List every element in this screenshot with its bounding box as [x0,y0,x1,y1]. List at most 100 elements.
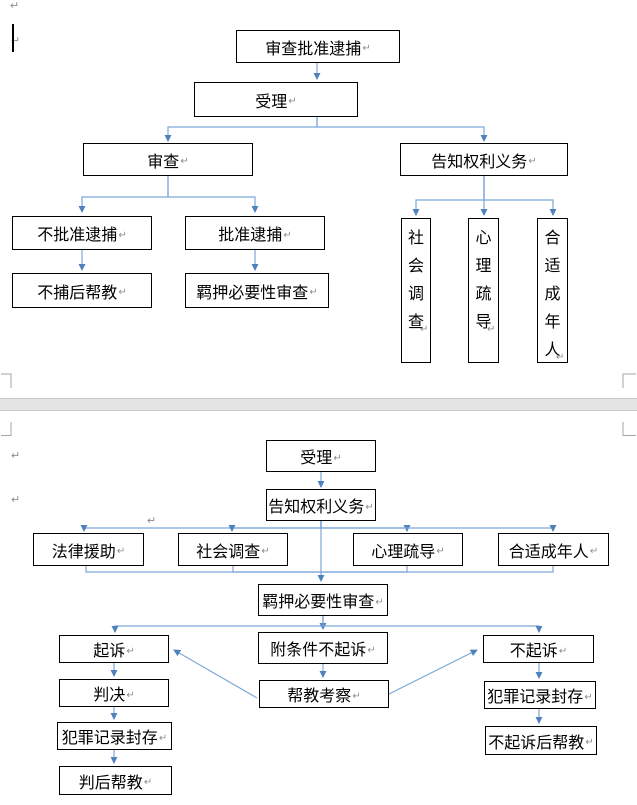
flow-box-heshi-chengnianren[interactable]: 合适成年人↵ [537,218,568,363]
flow-box-gaozhi-quanli-yiwu[interactable]: 告知权利义务↵ [400,143,568,176]
flow-box-label: 受理 [300,450,333,467]
flow1-connector-1 [164,117,318,142]
flow1-connector-2 [316,117,488,142]
paragraph-mark: ↵ [367,644,376,656]
paragraph-mark: ↵ [309,287,318,298]
flow2-connector-2 [228,521,322,532]
flow-box-jiya-biyaoxing-shencha[interactable]: 羁押必要性审查↵ [185,273,329,308]
paragraph-mark: ↵ [158,732,168,744]
flow-box-fanzui-jilu-fengcun-left[interactable]: 犯罪记录封存↵ [57,722,172,750]
page-break-gap [0,398,637,411]
flow-box-label: 不起诉后帮教 [488,734,585,752]
paragraph-mark: ↵ [584,691,593,703]
flow-box-panhou-bangjiao[interactable]: 判后帮教↵ [59,766,172,795]
flow2-connector-6 [232,566,321,573]
flow-box-gaozhi-quanli-yiwu-2[interactable]: 告知权利义务↵ [266,489,376,521]
flow-box-label: 羁押必要性审查 [196,284,309,302]
flow-box-label: 审查 [147,153,180,171]
paragraph-mark: ↵ [126,645,135,657]
flow-box-label: 社会调查 [407,230,424,331]
paragraph-mark: ↵ [352,690,361,702]
crop-mark-3 [622,422,636,436]
paragraph-mark: ↵ [487,324,496,335]
flow-box-panjue[interactable]: 判决↵ [59,679,169,707]
crop-mark-2 [1,422,12,436]
flow2-connector-1 [80,521,322,532]
paragraph-mark: ↵ [558,645,568,657]
flow2-connector-7 [321,566,408,573]
flow2-connector-12 [322,616,543,633]
paragraph-mark: ↵ [585,737,594,748]
flow-box-label: 不起诉 [509,643,558,660]
flow-box-label: 帮教考察 [287,688,352,705]
flow-box-shouli[interactable]: 受理↵ [194,82,358,117]
flow2-connector-8 [321,566,554,573]
crop-mark-0 [1,373,12,388]
flow2-connector-20 [388,649,478,695]
flow-box-shencha-pizhun-daibu[interactable]: 审查批准逮捕↵ [236,30,400,63]
flow1-connector-5 [412,176,485,216]
flow1-connector-4 [167,176,259,213]
flow-box-bangjiao-kaocha[interactable]: 帮教考察↵ [259,680,389,708]
flow-box-label: 不捕后帮教 [37,284,118,302]
flow2-connector-5 [85,566,321,573]
flow-box-label: 告知权利义务 [431,153,528,171]
flow-box-jiya-biyaoxing-shencha-2[interactable]: 羁押必要性审查↵ [258,584,388,616]
paragraph-mark: ↵ [436,546,445,557]
flow-box-fanzui-jilu-fengcun-right[interactable]: 犯罪记录封存↵ [484,681,596,709]
margin-paragraph-mark: ↵ [10,0,20,12]
margin-paragraph-mark: ↵ [147,515,157,527]
flow-box-label: 法律援助 [51,543,116,561]
flow-box-label: 受理 [255,93,288,111]
flow-box-shencha[interactable]: 审查↵ [83,143,253,176]
flow-box-label: 批准逮捕 [218,227,283,244]
flow1-connector-7 [483,176,557,216]
flow-box-pizhun-daibu[interactable]: 批准逮捕↵ [185,216,325,250]
paragraph-mark: ↵ [118,287,127,298]
paragraph-mark: ↵ [180,156,189,167]
paragraph-mark: ↵ [288,96,297,107]
flow-box-bubu-hou-bangjiao[interactable]: 不捕后帮教↵ [12,273,152,308]
flow-box-label: 附条件不起诉 [270,642,367,659]
flow-box-label: 合适成年人 [508,543,589,561]
flow-box-shehui-diaocha-2[interactable]: 社会调查↵ [178,533,288,566]
margin-paragraph-mark: ↵ [11,35,21,47]
paragraph-mark: ↵ [333,452,342,464]
text-cursor-caret [12,24,14,52]
flow-box-label: 犯罪记录封存 [61,730,158,747]
flow-box-label: 判后帮教 [78,774,143,792]
paragraph-mark: ↵ [126,689,135,701]
flow-box-qisu[interactable]: 起诉↵ [59,635,169,663]
connectors [78,63,557,764]
paragraph-mark: ↵ [143,777,153,788]
flow1-connector-3 [78,176,169,213]
flow-box-label: 羁押必要性审查 [262,594,375,611]
paragraph-mark: ↵ [556,352,565,363]
flow-box-buqisu-hou-bangjiao[interactable]: 不起诉后帮教↵ [485,726,597,755]
flow-box-label: 犯罪记录封存 [487,689,584,706]
flow-box-label: 告知权利义务 [268,499,365,516]
paragraph-mark: ↵ [375,596,384,608]
flow-box-futiaojian-buqisu[interactable]: 附条件不起诉↵ [258,632,388,664]
flow2-connector-4 [320,521,557,532]
margin-crop-marks [1,373,636,436]
flow-box-falv-yuanzhu[interactable]: 法律援助↵ [33,533,144,566]
crop-mark-1 [622,373,636,388]
paragraph-mark: ↵ [420,324,429,335]
paragraph-mark: ↵ [261,546,270,557]
paragraph-mark: ↵ [362,43,371,54]
paragraph-mark: ↵ [283,229,292,241]
flow-box-label: 合适成年人 [544,230,561,359]
flow2-connector-3 [320,521,411,532]
flow-box-xinli-shudao-2[interactable]: 心理疏导↵ [353,533,463,566]
flow-box-buqisu[interactable]: 不起诉↵ [483,635,594,663]
flow-box-label: 心理疏导 [475,230,492,331]
flow-box-label: 判决 [93,687,126,704]
flow-box-heshi-chengnianren-2[interactable]: 合适成年人↵ [498,533,609,566]
flow-box-shouli-2[interactable]: 受理↵ [266,440,376,472]
flow-box-shehui-diaocha[interactable]: 社会调查↵ [401,218,431,363]
flow-box-bu-pizhun-daibu[interactable]: 不批准逮捕↵ [12,216,152,250]
flow-box-xinli-shudao[interactable]: 心理疏导↵ [468,218,499,363]
